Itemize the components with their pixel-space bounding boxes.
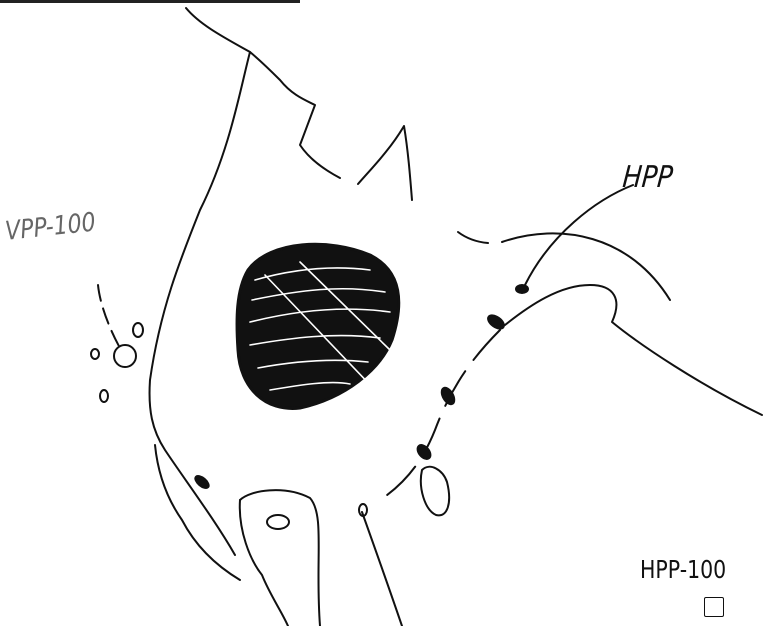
- granule-lower: [415, 443, 433, 462]
- extracellular-circle-1: [133, 323, 143, 337]
- cell-outline-lower-left: [155, 445, 240, 580]
- reference-box: [704, 597, 724, 617]
- cell-outline-membrane: [505, 285, 762, 415]
- cell-outline-left: [150, 8, 250, 555]
- label-hpp: HPP: [621, 163, 674, 193]
- cell-outline-top: [250, 52, 340, 178]
- left-leader-line: [98, 285, 120, 348]
- granule-upper: [486, 313, 506, 332]
- stalk-outline-left: [240, 500, 288, 626]
- granule-hpp: [516, 285, 528, 293]
- vesicle: [421, 467, 449, 516]
- extracellular-circle-3: [100, 390, 108, 402]
- vesicle-stalk: [267, 515, 289, 529]
- extracellular-circle-2: [91, 349, 99, 359]
- stalk-right-line: [362, 512, 402, 626]
- membrane-dash-arc: [380, 330, 500, 500]
- extracellular-circle-large: [114, 345, 136, 367]
- granule-left: [193, 474, 210, 490]
- label-reference: HPP-100: [640, 557, 726, 582]
- cell-outline-notch: [458, 232, 488, 243]
- cell-process-spike: [358, 126, 412, 200]
